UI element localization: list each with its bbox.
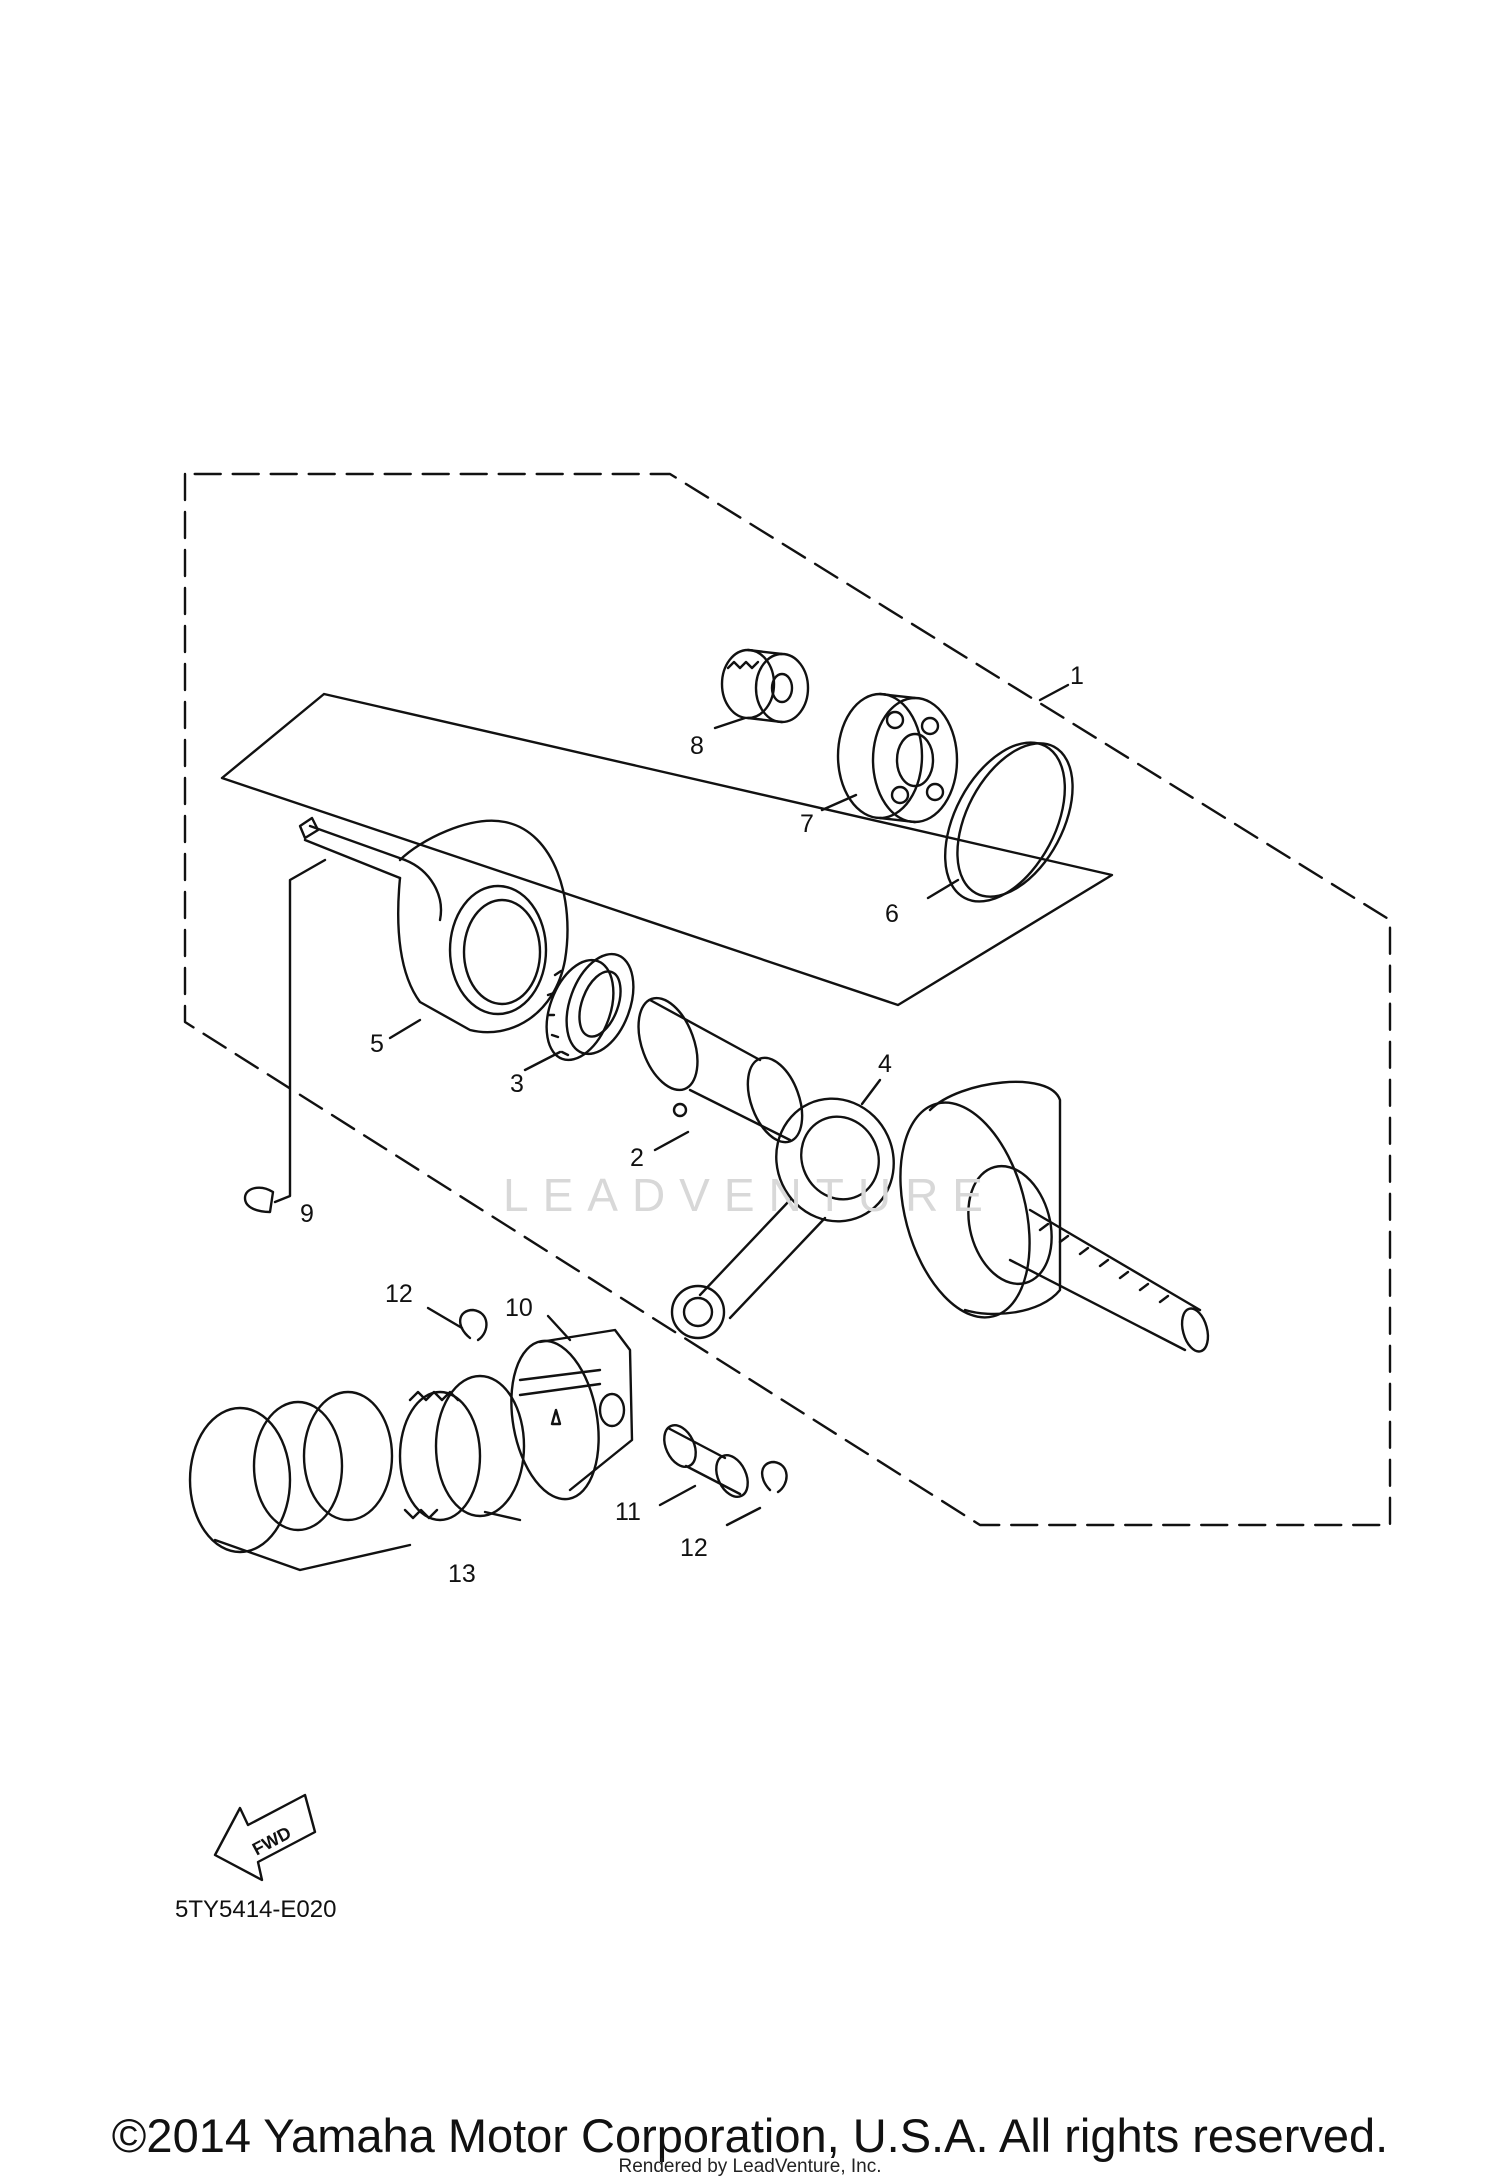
part-7-ball-bearing: [836, 692, 959, 824]
leader-12b: [725, 1506, 762, 1527]
part-crank-right-half: [899, 1080, 1210, 1353]
fwd-arrow-icon: [213, 1793, 317, 1882]
callout-10: 10: [505, 1294, 533, 1322]
part-2-crank-pin: [637, 996, 804, 1144]
rendered-by-note: Rendered by LeadVenture, Inc.: [618, 2156, 882, 2177]
leader-3: [523, 1050, 562, 1072]
callout-12-top: 12: [385, 1280, 413, 1308]
part-13-piston-rings: [188, 1374, 526, 1554]
watermark: LEADVENTURE: [503, 1169, 997, 1221]
callout-2: 2: [630, 1144, 644, 1172]
leader-5: [388, 1018, 422, 1040]
callout-8: 8: [690, 732, 704, 760]
leader-1: [1038, 683, 1070, 702]
callout-9: 9: [300, 1200, 314, 1228]
callout-5: 5: [370, 1030, 384, 1058]
part-6-ring: [943, 741, 1074, 903]
part-9-woodruff-key: [243, 1186, 275, 1214]
callout-7: 7: [800, 810, 814, 838]
leader-7: [820, 793, 858, 812]
leader-13-b: [483, 1510, 522, 1522]
leader-2: [653, 1130, 690, 1152]
part-10-piston: [510, 1328, 634, 1501]
diagram-code: 5TY5414-E020: [175, 1896, 336, 1923]
leader-4: [860, 1078, 882, 1106]
part-3-needle-bearing: [545, 952, 635, 1062]
copyright-notice: ©2014 Yamaha Motor Corporation, U.S.A. A…: [111, 2109, 1389, 2162]
callout-12-bottom: 12: [680, 1534, 708, 1562]
leader-13: [213, 1538, 412, 1572]
leader-10: [546, 1314, 572, 1342]
leader-6: [926, 878, 960, 900]
callout-6: 6: [885, 900, 899, 928]
leader-12a: [426, 1306, 464, 1330]
crankshaft-group-outline: [220, 692, 1114, 1007]
leader-8: [713, 716, 747, 730]
leader-9: [273, 858, 327, 1204]
part-12-clip-top: [459, 1308, 488, 1342]
leader-11: [658, 1484, 697, 1507]
part-5-crank-web: [298, 816, 569, 1034]
part-11-piston-pin: [663, 1424, 749, 1498]
assembly-boundary-dashed: [183, 472, 1392, 1527]
callout-1: 1: [1070, 662, 1084, 690]
callout-3: 3: [510, 1070, 524, 1098]
callout-4: 4: [878, 1050, 892, 1078]
callout-11: 11: [615, 1498, 641, 1526]
part-8-gear-bearing: [720, 648, 810, 724]
callout-13: 13: [448, 1560, 476, 1588]
part-12-clip-bottom: [761, 1460, 788, 1494]
part-4-connecting-rod: [670, 1097, 895, 1340]
